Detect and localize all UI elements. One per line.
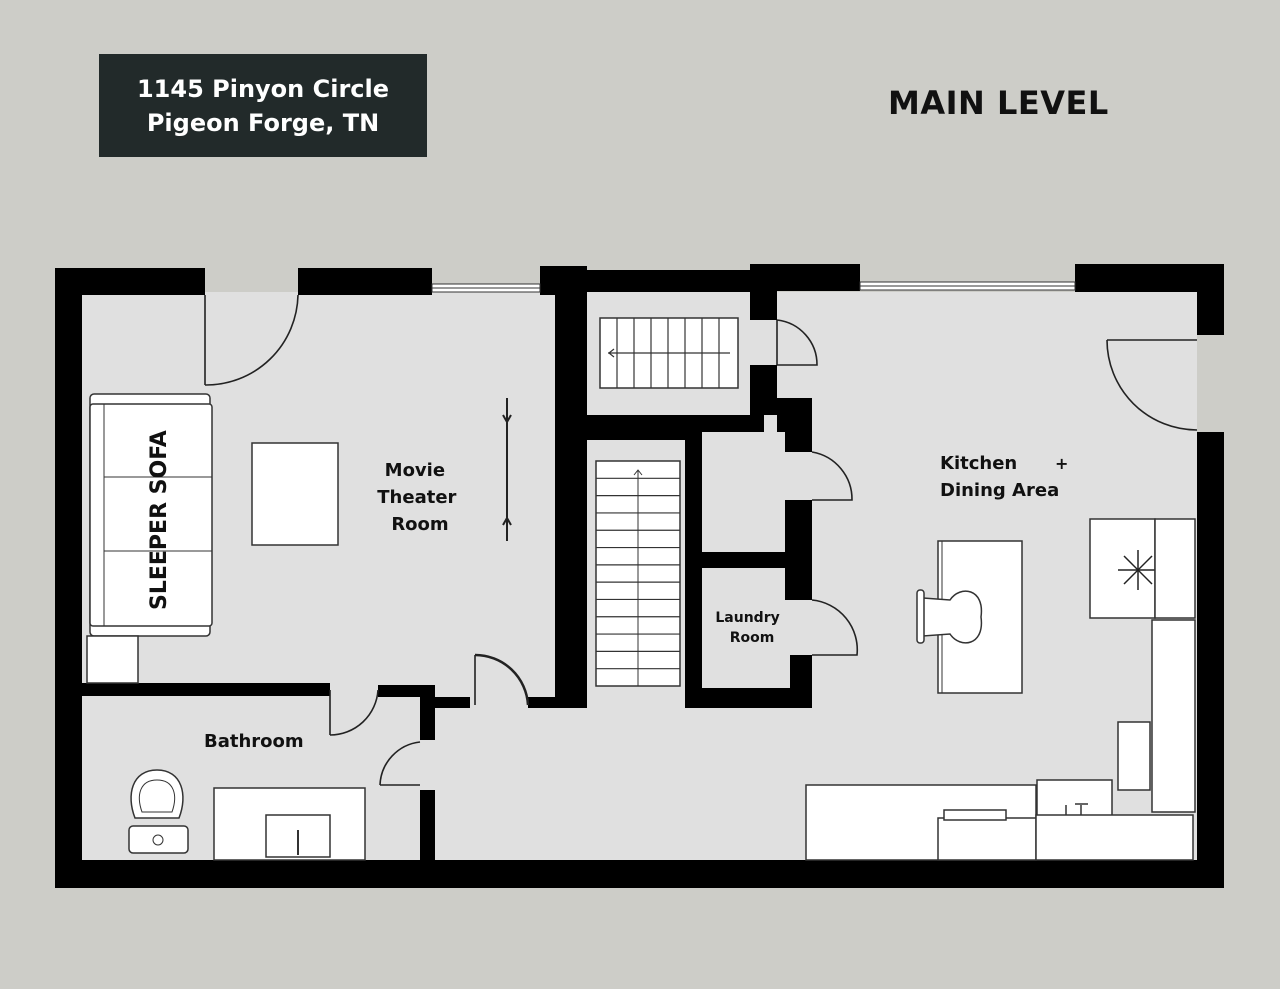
dining-label: Dining Area xyxy=(940,480,1059,501)
refrigerator xyxy=(1089,518,1158,619)
pantry-cabinet xyxy=(1154,518,1196,619)
snowflake-icon xyxy=(1118,550,1158,590)
window-kitchen xyxy=(859,281,1076,291)
closet xyxy=(702,432,785,552)
address-line-1: 1145 Pinyon Circle xyxy=(136,74,390,103)
door-theater-hall[interactable] xyxy=(474,653,530,706)
theater-label: Movie Theater Room xyxy=(377,460,462,535)
address-box: 1145 Pinyon Circle Pigeon Forge, TN xyxy=(99,54,427,157)
door-laundry[interactable] xyxy=(811,599,859,656)
dishwasher xyxy=(1117,721,1151,791)
counter-sink xyxy=(1035,814,1194,861)
sofa-label: SLEEPER SOFA xyxy=(147,430,172,610)
stove xyxy=(937,817,1037,861)
bathroom-label: Bathroom xyxy=(204,731,304,752)
door-entry-left[interactable] xyxy=(204,294,299,386)
faucet-icon xyxy=(1065,803,1088,815)
toilet xyxy=(128,769,189,854)
door-bathroom-hall[interactable] xyxy=(379,741,421,786)
bar-stool xyxy=(916,589,983,644)
tv-screen xyxy=(502,398,512,541)
sink-cabinet xyxy=(1036,779,1113,817)
window-theater xyxy=(431,283,541,293)
door-bathroom-theater[interactable] xyxy=(329,689,379,736)
door-entry-right[interactable] xyxy=(1106,339,1198,431)
level-title: MAIN LEVEL xyxy=(888,84,1109,122)
stairs-upper xyxy=(599,317,739,389)
laundry-label: Laundry Room xyxy=(715,610,784,646)
kitchen-label: Kitchen xyxy=(940,453,1017,474)
walls xyxy=(55,264,1224,888)
sleeper-sofa: SLEEPER SOFA xyxy=(89,393,213,637)
kitchen-plus: + xyxy=(1055,454,1068,473)
address-line-2: Pigeon Forge, TN xyxy=(146,108,380,137)
stairs-lower xyxy=(595,460,681,687)
door-upper-stairs[interactable] xyxy=(776,319,818,366)
counter-right xyxy=(1151,619,1196,813)
bathroom-vanity xyxy=(213,787,366,861)
door-closet[interactable] xyxy=(811,451,853,501)
end-table xyxy=(86,635,139,684)
stove-top xyxy=(943,809,1007,821)
ottoman xyxy=(251,442,339,546)
